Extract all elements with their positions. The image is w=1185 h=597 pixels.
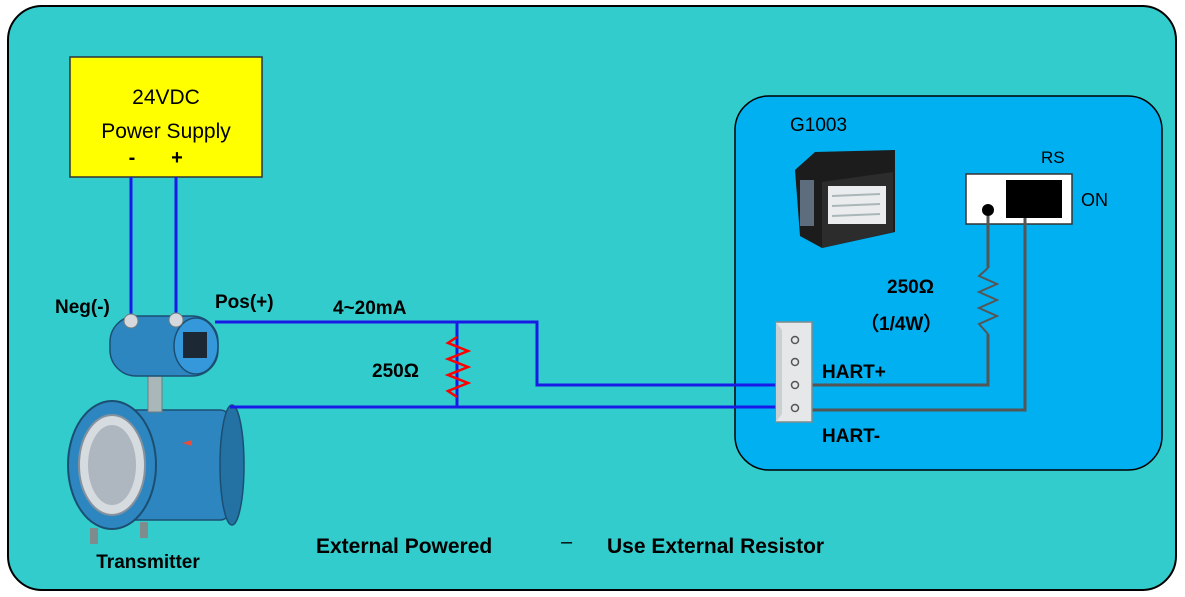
rs-switch [965, 173, 1073, 225]
power-supply-line2: Power Supply [101, 120, 231, 143]
transmitter-pos-label: Pos(+) [215, 292, 274, 313]
hart-plus-label: HART+ [822, 362, 886, 383]
loop-resistor [444, 335, 472, 399]
power-supply: 24VDC Power Supply - + [69, 56, 263, 178]
power-supply-pos-terminal: + [171, 147, 183, 169]
hart-minus-label: HART- [822, 426, 880, 447]
power-supply-neg-terminal: - [129, 147, 136, 169]
internal-resistor [976, 267, 1000, 335]
loop-resistor-label: 250Ω [372, 361, 419, 382]
transmitter-name: Transmitter [96, 552, 200, 573]
internal-resistor-value: 250Ω [887, 277, 934, 298]
internal-resistor-power: （1/4W） [860, 312, 942, 335]
g1003-device-icon [795, 150, 895, 248]
transmitter-icon [67, 312, 245, 544]
loop-current-label: 4~20mA [333, 298, 407, 319]
terminal-block [775, 321, 813, 423]
caption-right: Use External Resistor [607, 535, 824, 558]
transmitter-neg-label: Neg(-) [55, 297, 110, 318]
switch-state: ON [1081, 190, 1108, 210]
supply-wires [129, 177, 178, 320]
switch-label: RS [1041, 148, 1065, 167]
caption-left: External Powered [316, 535, 492, 558]
loop-wires [215, 320, 782, 409]
caption-separator: – [561, 531, 573, 553]
module-title: G1003 [790, 115, 847, 136]
internal-wires [800, 216, 1027, 412]
power-supply-line1: 24VDC [132, 86, 200, 109]
